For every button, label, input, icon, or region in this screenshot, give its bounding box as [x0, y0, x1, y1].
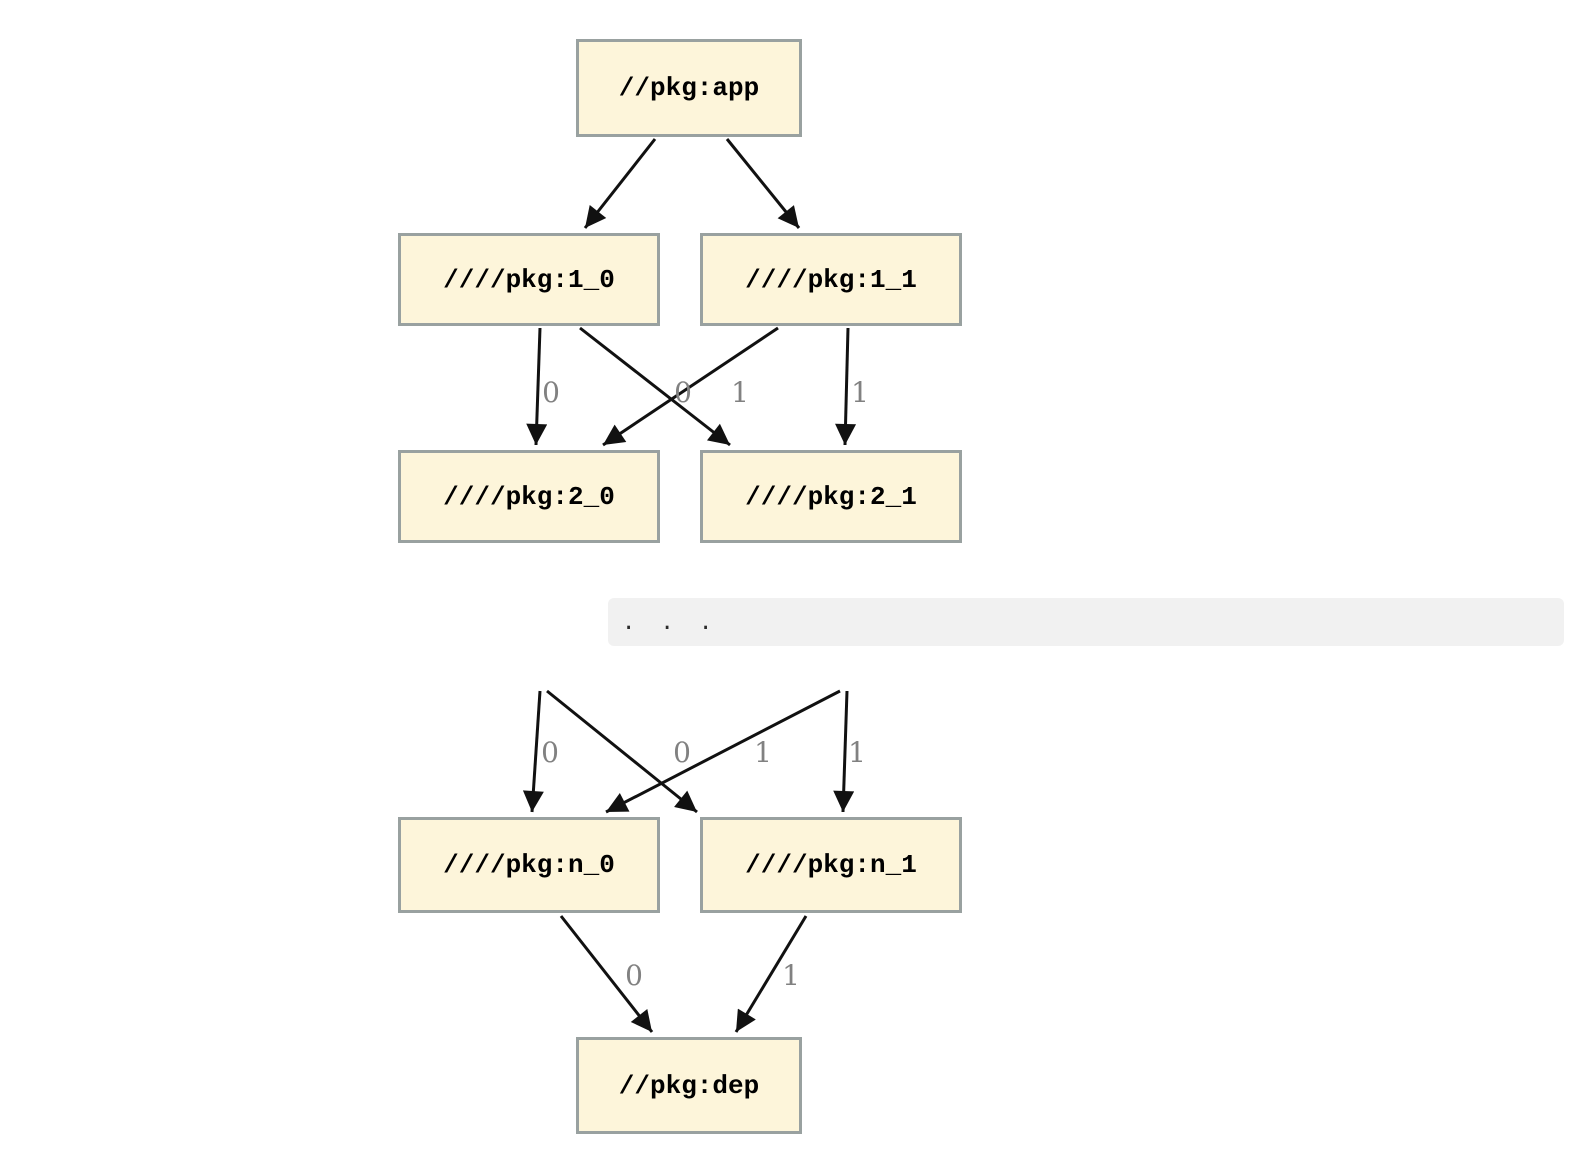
node-pkg-dep: //pkg:dep: [576, 1037, 802, 1134]
edge-label-hidden-to-n-0-left: 0: [541, 736, 559, 769]
node-label: //pkg:dep: [618, 1070, 760, 1101]
node-label: ////pkg:n_0: [443, 850, 615, 880]
node-pkg-1-0: ////pkg:1_0: [398, 233, 660, 326]
node-label: ////pkg:2_0: [443, 481, 615, 512]
edge-label-1-0-to-2-0: 0: [542, 376, 560, 409]
node-pkg-n-1: ////pkg:n_1: [700, 817, 962, 913]
edge-app-to-1-1: [725, 138, 801, 229]
node-label: ////pkg:n_1: [745, 850, 917, 880]
edge-hidden-right-to-n-1: [833, 690, 855, 813]
edge-n-1-to-dep: [734, 915, 808, 1033]
node-label: ////pkg:2_1: [745, 481, 917, 512]
edge-1-0-to-2-1: [579, 326, 731, 447]
node-pkg-2-1: ////pkg:2_1: [700, 450, 962, 543]
ellipsis-code-block: . . .: [608, 598, 1564, 646]
node-pkg-2-0: ////pkg:2_0: [398, 450, 660, 543]
edge-1-1-to-2-1: [835, 327, 857, 446]
edge-n-0-to-dep: [559, 915, 654, 1033]
edge-1-0-to-2-0: [526, 327, 548, 446]
edge-app-to-1-0: [583, 138, 657, 229]
edge-1-1-to-2-0: [602, 326, 779, 447]
ellipsis-text: . . .: [622, 609, 719, 635]
edge-label-1-0-to-2-1: 1: [731, 376, 749, 409]
edge-label-1-1-to-2-0: 0: [674, 376, 692, 409]
edge-hidden-left-to-n-1: [546, 689, 698, 814]
node-pkg-n-0: ////pkg:n_0: [398, 817, 660, 913]
node-pkg-app: //pkg:app: [576, 39, 802, 137]
node-label: //pkg:app: [618, 73, 760, 103]
edge-label-1-1-to-2-1: 1: [851, 376, 869, 409]
node-label: ////pkg:1_0: [443, 264, 615, 295]
edge-label-hidden-to-n-1-left: 1: [754, 736, 772, 769]
edge-label-n-1-to-dep: 1: [782, 959, 800, 992]
edge-hidden-right-to-n-0: [605, 689, 841, 814]
node-pkg-1-1: ////pkg:1_1: [700, 233, 962, 326]
edge-label-n-0-to-dep: 0: [625, 959, 643, 992]
node-label: ////pkg:1_1: [745, 264, 917, 295]
edge-label-hidden-to-n-0-right: 0: [673, 736, 691, 769]
edge-hidden-left-to-n-0: [522, 690, 544, 813]
edge-label-hidden-to-n-1-right: 1: [848, 736, 866, 769]
